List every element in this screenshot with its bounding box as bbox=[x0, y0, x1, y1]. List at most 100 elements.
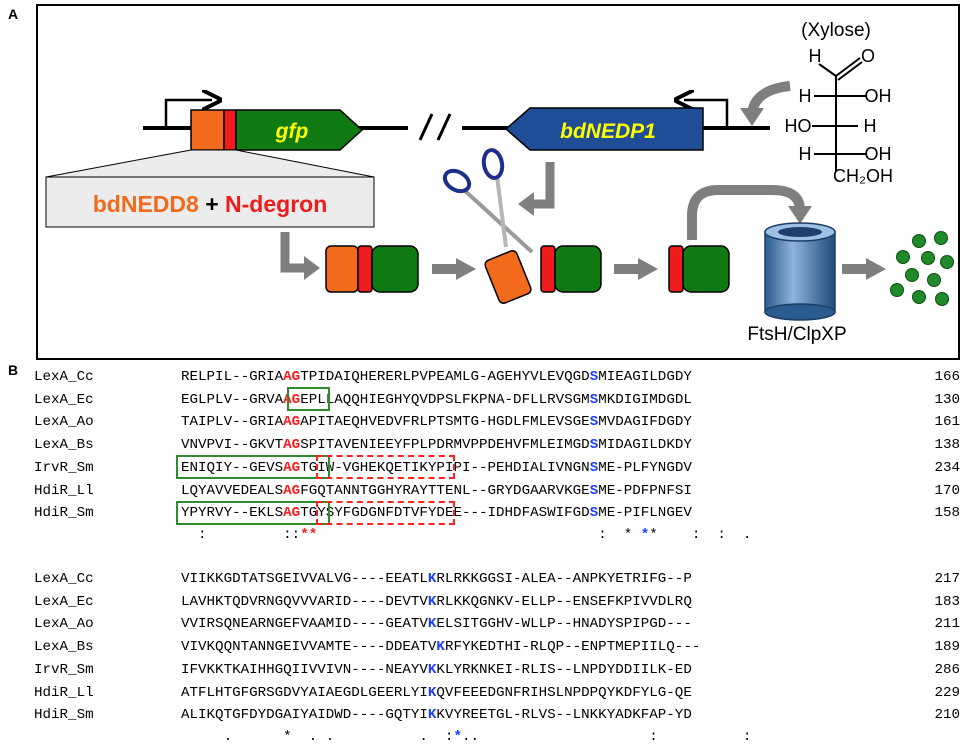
sequence-segment-mid: TPIDAIQHERERLPVPEAMLG-AGEHYVLEVQGD bbox=[300, 369, 590, 385]
residue-number: 211 bbox=[934, 616, 960, 633]
sequence-segment-blue: K bbox=[427, 616, 437, 633]
dna-break-1 bbox=[418, 113, 434, 141]
sequence-segment-blue: S bbox=[589, 459, 599, 476]
gene-gfp-arrow bbox=[235, 109, 364, 151]
sequence-segment-blue: S bbox=[589, 482, 599, 499]
sequence-residues: VIIKKGDTATSGEIVVALVG----EEATLKRLRKKGGSI-… bbox=[181, 570, 692, 588]
step-arrow-2-icon bbox=[638, 258, 658, 280]
sequence-segment-blue: K bbox=[436, 639, 445, 656]
sequence-residues: LQYAVVEDEALSAGFGQTANNTGGHYRAYTTENL--GRYD… bbox=[181, 482, 692, 500]
gene-bdnedd8-segment bbox=[190, 109, 225, 151]
step-arrow-3-shaft bbox=[842, 264, 868, 274]
cleavage-box-hdir-sm bbox=[316, 501, 455, 525]
step-arrow-1-icon bbox=[456, 258, 476, 280]
fusion-part1: bdNEDD8 bbox=[93, 191, 199, 217]
xylose-r3-right: OH bbox=[865, 144, 892, 164]
sequence-name: HdiR_Ll bbox=[34, 482, 94, 499]
gene-bdnedp1-label: bdNEDP1 bbox=[560, 120, 656, 143]
fusion-plus: + bbox=[199, 191, 225, 217]
scissors-icon bbox=[442, 148, 534, 254]
xylose-r1-right: OH bbox=[865, 86, 892, 106]
sequence-name: HdiR_Sm bbox=[34, 707, 94, 724]
protein-degron-ndegron bbox=[668, 245, 684, 293]
sequence-segment-pre: YPYRVY--EKLS bbox=[181, 505, 284, 522]
sequence-segment-pre: RELPIL--GRIA bbox=[181, 369, 284, 385]
sequence-name: HdiR_Sm bbox=[34, 505, 94, 522]
residue-number: 138 bbox=[934, 437, 960, 454]
residue-number: 130 bbox=[934, 391, 960, 408]
sequence-segment-blue: K bbox=[427, 571, 437, 587]
xylose-r2-right: H bbox=[864, 116, 877, 136]
xylose-h-top: H bbox=[809, 46, 822, 66]
motif-box-hdir-sm bbox=[176, 501, 330, 525]
sequence-segment-red: AG bbox=[283, 459, 301, 476]
sequence-segment-pre: LAVHKTQDVRNGQVVVARID----DEVTV bbox=[181, 593, 428, 610]
translation-arrowhead bbox=[304, 256, 320, 280]
protease-cylinder-icon bbox=[764, 222, 836, 321]
fusion-label-box bbox=[45, 176, 375, 228]
sequence-residues: VNVPVI--GKVTAGSPITAVENIEEYFPLPDRMVPPDEHV… bbox=[181, 436, 692, 454]
sequence-segment-blue: K bbox=[427, 661, 437, 678]
sequence-segment-pre: LQYAVVEDEALS bbox=[181, 482, 284, 499]
xylose-r2-left: HO bbox=[785, 116, 812, 136]
sequence-segment-post: QVFEEEDGNFRIHSLNPDPQYKDFYLG-QE bbox=[436, 684, 692, 701]
xylose-induction-arrowhead bbox=[740, 108, 764, 126]
sequence-residues: IFVKKTKAIHHGQIIVVIVN----NEAYVKKLYRKNKEI-… bbox=[181, 661, 692, 679]
conservation-post: * : : . bbox=[649, 526, 752, 543]
sequence-segment-post: MKDIGIMDGDL bbox=[598, 391, 692, 408]
sequence-name: LexA_Bs bbox=[34, 639, 94, 656]
sequence-segment-red: AG bbox=[283, 414, 301, 431]
sequence-segment-pre: EGLPLV--GRVA bbox=[181, 391, 284, 408]
conservation-line: . * . . . :*.. : : bbox=[181, 728, 752, 745]
sequence-segment-mid: SPITAVENIEEYFPLPDRMVPPDEHVFMLEIMGD bbox=[300, 437, 590, 454]
sequence-name: IrvR_Sm bbox=[34, 459, 94, 476]
protein-full-bdnedd8 bbox=[325, 245, 359, 293]
sequence-residues: VVIRSQNEARNGEFVAAMID----GEATVKELSITGGHV-… bbox=[181, 615, 692, 633]
gene-bdnedp1-arrow bbox=[504, 107, 704, 151]
conservation-mid: : * bbox=[317, 526, 641, 543]
degraded-fragments bbox=[890, 231, 954, 306]
sequence-segment-post: RLRKKGGSI-ALEA--ANPKYETRIFG--P bbox=[436, 571, 692, 587]
fusion-label: bdNEDD8 + N-degron bbox=[93, 191, 328, 217]
sequence-segment-blue: K bbox=[427, 593, 437, 610]
sequence-residues: ENIQIY--GEVSAGTGIW-VGHEKQETIKYPIPI--PEHD… bbox=[181, 459, 692, 477]
protein-full-gfp bbox=[371, 245, 419, 293]
sequence-segment-mid: TGYSYFGDGNFDTVFYDEE---IDHDFASWIFGD bbox=[300, 505, 590, 522]
protease-label: FtsH/ClpXP bbox=[747, 324, 846, 345]
step-arrow-2-shaft bbox=[614, 264, 640, 274]
sequence-segment-post: ME-PIFLNGEV bbox=[598, 505, 692, 522]
alignment-row: HdiR_Sm YPYRVY--EKLSAGTGYSYFGDGNFDTVFYDEE… bbox=[0, 504, 964, 522]
sequence-segment-pre: VVIRSQNEARNGEFVAAMID----GEATV bbox=[181, 616, 428, 633]
protein-degron-gfp bbox=[682, 245, 730, 293]
sequence-segment-blue: K bbox=[427, 707, 437, 724]
sequence-segment-blue: K bbox=[427, 684, 437, 701]
sequence-name: LexA_Ec bbox=[34, 593, 94, 610]
translation-arrow-icon bbox=[280, 232, 306, 273]
residue-number: 166 bbox=[934, 369, 960, 385]
sequence-segment-pre: ALIKQTGFDYDGAIYAIDWD----GQTYI bbox=[181, 707, 428, 724]
sequence-residues: YPYRVY--EKLSAGTGYSYFGDGNFDTVFYDEE---IDHD… bbox=[181, 504, 692, 522]
sequence-segment-pre: IFVKKTKAIHHGQIIVVIVN----NEAYV bbox=[181, 661, 428, 678]
gene-gfp-label: gfp bbox=[275, 120, 309, 143]
sequence-residues: TAIPLV--GRIAAGAPITAEQHVEDVFRLPTSMTG-HGDL… bbox=[181, 413, 692, 431]
xylose-title: (Xylose) bbox=[801, 20, 871, 41]
sequence-segment-red: AG bbox=[283, 482, 301, 499]
alignment-row: HdiR_Ll ATFLHTGFGRSGDVYAIAEGDLGEERLYIKQVF… bbox=[0, 684, 964, 702]
xylose-r1-left: H bbox=[799, 86, 812, 106]
sequence-name: HdiR_Ll bbox=[34, 684, 94, 701]
conservation-pre: . * . . . : bbox=[181, 728, 454, 745]
sequence-segment-blue: S bbox=[589, 505, 599, 522]
sequence-segment-post: ME-PDFPNFSI bbox=[598, 482, 692, 499]
sequence-segment-pre: ATFLHTGFGRSGDVYAIAEGDLGEERLYI bbox=[181, 684, 428, 701]
sequence-segment-post: MIEAGILDGDY bbox=[598, 369, 692, 385]
conservation-post: .. : : bbox=[461, 728, 752, 745]
